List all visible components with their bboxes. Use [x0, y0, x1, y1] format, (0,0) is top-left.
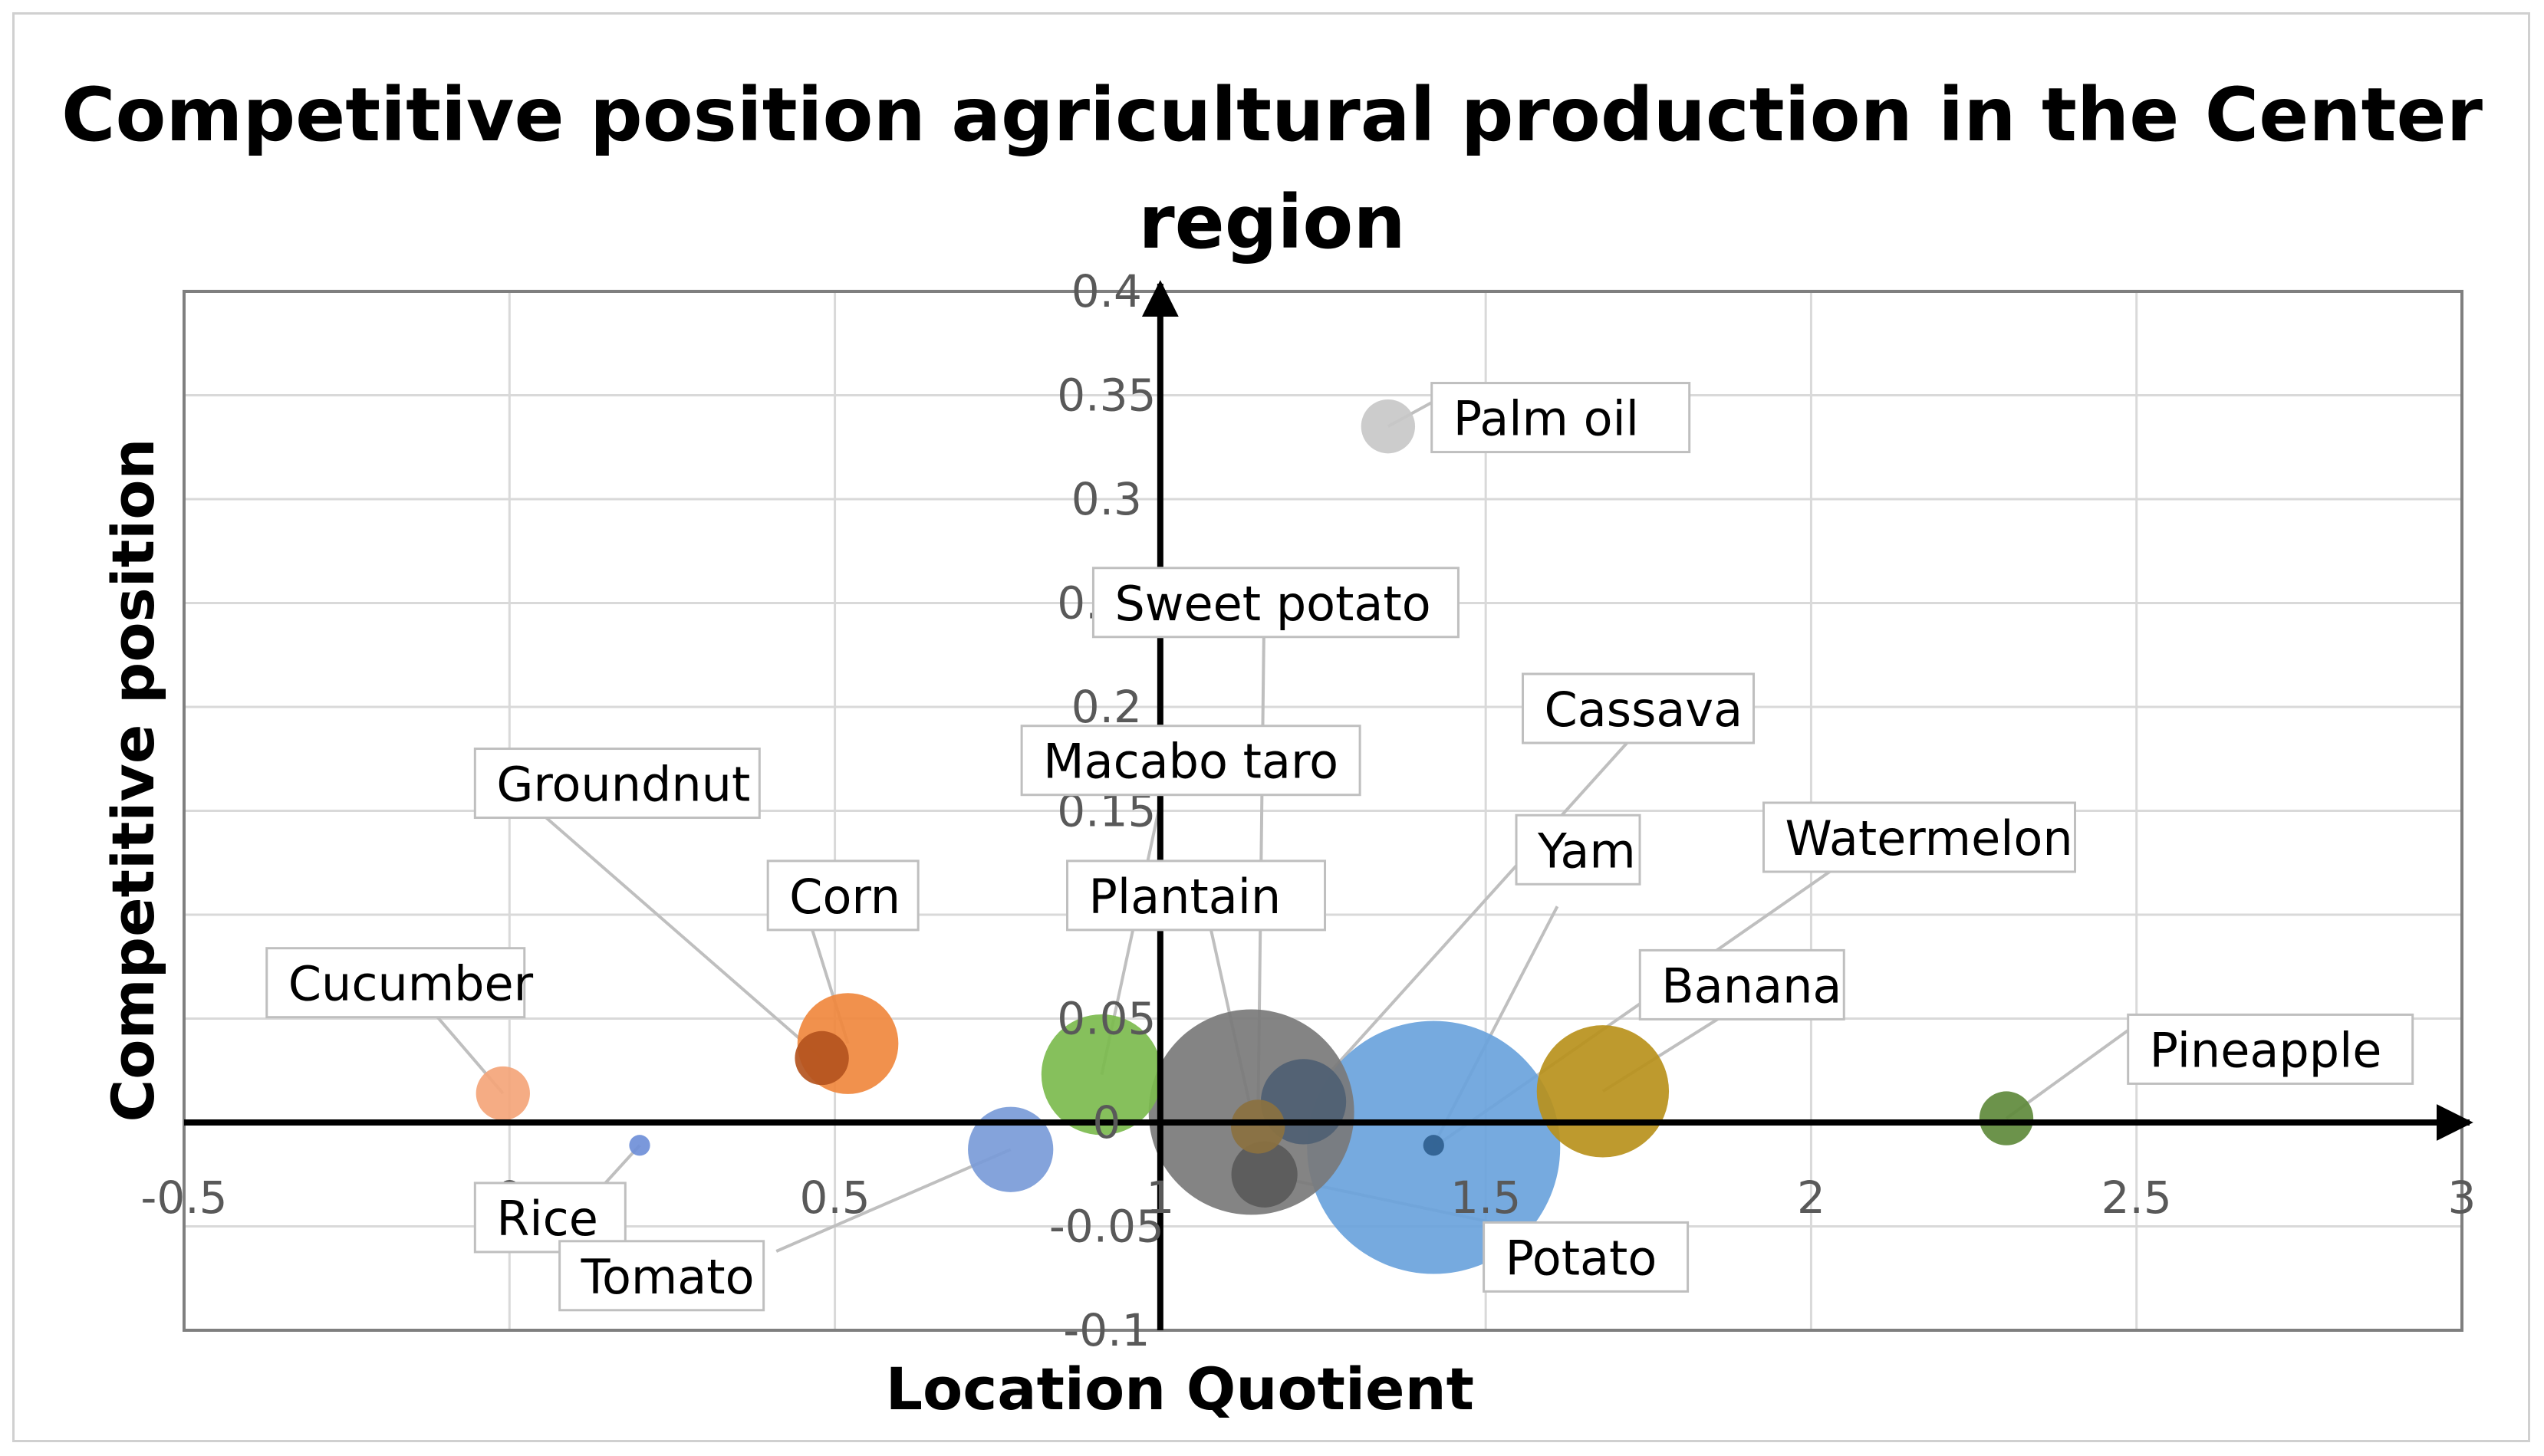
x-tick-label: -0.5 [140, 1172, 227, 1224]
x-tick-label: 2.5 [2101, 1172, 2172, 1224]
x-tick-label: 3 [2448, 1172, 2477, 1224]
label-plantain: Plantain [1066, 859, 1327, 932]
bubbles [476, 399, 2034, 1274]
label-banana: Banana [1638, 948, 1845, 1021]
label-text: Rice [496, 1191, 598, 1247]
label-text: Sweet potato [1114, 576, 1430, 632]
label-text: Cassava [1545, 682, 1743, 738]
bubble-macabo-taro [1041, 1014, 1163, 1136]
label-text: Corn [789, 869, 900, 925]
label-text: Watermelon [1785, 810, 2072, 866]
label-groundnut: Groundnut [473, 748, 761, 820]
y-tick-label: 0 [1092, 1096, 1121, 1149]
label-cassava: Cassava [1522, 672, 1756, 744]
label-box [1430, 382, 1691, 454]
label-text: Potato [1506, 1230, 1657, 1286]
bubble-cucumber [476, 1066, 530, 1121]
label-tomato: Tomato [558, 1240, 765, 1312]
label-box [473, 748, 761, 820]
label-box [1762, 801, 2076, 873]
x-tick-label: 1.5 [1450, 1172, 1521, 1224]
label-sweet-potato: Sweet potato [1091, 567, 1460, 639]
x-tick-label: 2 [1797, 1172, 1825, 1224]
label-box [1638, 948, 1845, 1021]
bubble-banana [1536, 1025, 1670, 1158]
label-macabo-taro: Macabo taro [1020, 725, 1361, 797]
y-tick-label: -0.05 [1049, 1201, 1164, 1253]
label-box [1020, 725, 1361, 797]
bubble-tomato [968, 1106, 1054, 1192]
y-tick-label: -0.1 [1063, 1304, 1150, 1356]
label-box [766, 859, 920, 932]
label-box [265, 947, 526, 1019]
bubble-potato [1231, 1141, 1298, 1208]
label-box [558, 1240, 765, 1312]
label-yam: Yam [1515, 813, 1641, 886]
x-axis-label: Location Quotient [886, 1355, 1474, 1423]
plot-area-border [183, 290, 2463, 1332]
label-text: Tomato [581, 1249, 755, 1305]
y-tick-label: 0.3 [1071, 473, 1142, 525]
label-text: Cucumber [288, 956, 534, 1012]
label-text: Yam [1537, 823, 1636, 879]
label-text: Pineapple [2150, 1022, 2382, 1078]
label-box [1522, 672, 1756, 744]
label-box [1483, 1221, 1690, 1293]
label-text: Groundnut [496, 757, 750, 813]
bubble-groundnut [795, 1030, 849, 1086]
bubble-sweet-potato [1230, 1099, 1285, 1154]
x-tick-label: 1 [1146, 1172, 1174, 1224]
x-tick-label: 0.5 [799, 1172, 870, 1224]
label-box [1091, 567, 1460, 639]
label-box [2127, 1013, 2414, 1085]
label-text: Macabo taro [1043, 734, 1338, 790]
label-potato: Potato [1483, 1221, 1690, 1293]
y-tick-label: 0.35 [1057, 370, 1156, 422]
label-text: Banana [1661, 958, 1841, 1014]
label-box [1515, 813, 1641, 886]
label-watermelon: Watermelon [1762, 801, 2076, 873]
label-text: Palm oil [1453, 391, 1639, 447]
label-box [1066, 859, 1327, 932]
y-axis-label: Competitive position [99, 438, 167, 1122]
label-pineapple: Pineapple [2127, 1013, 2414, 1085]
label-text: Plantain [1089, 869, 1282, 925]
bubble-rice [629, 1135, 650, 1156]
chart-title: Competitive position agricultural produc… [61, 72, 2483, 265]
y-tick-label: 0.05 [1057, 993, 1156, 1045]
chart-frame [12, 12, 2530, 1442]
label-palm-oil: Palm oil [1430, 382, 1691, 454]
y-tick-label: 0.4 [1071, 265, 1142, 317]
y-tick-label: 0.2 [1071, 681, 1142, 733]
leader-cassava [1302, 689, 1676, 1103]
axes [184, 280, 2473, 1330]
label-rice: Rice [473, 1182, 627, 1254]
label-cucumber: Cucumber [265, 947, 534, 1019]
bubble-pineapple [1979, 1091, 2034, 1145]
label-corn: Corn [766, 859, 920, 932]
bubble-yam [1423, 1135, 1444, 1156]
bubble-palm-oil [1361, 399, 1416, 454]
